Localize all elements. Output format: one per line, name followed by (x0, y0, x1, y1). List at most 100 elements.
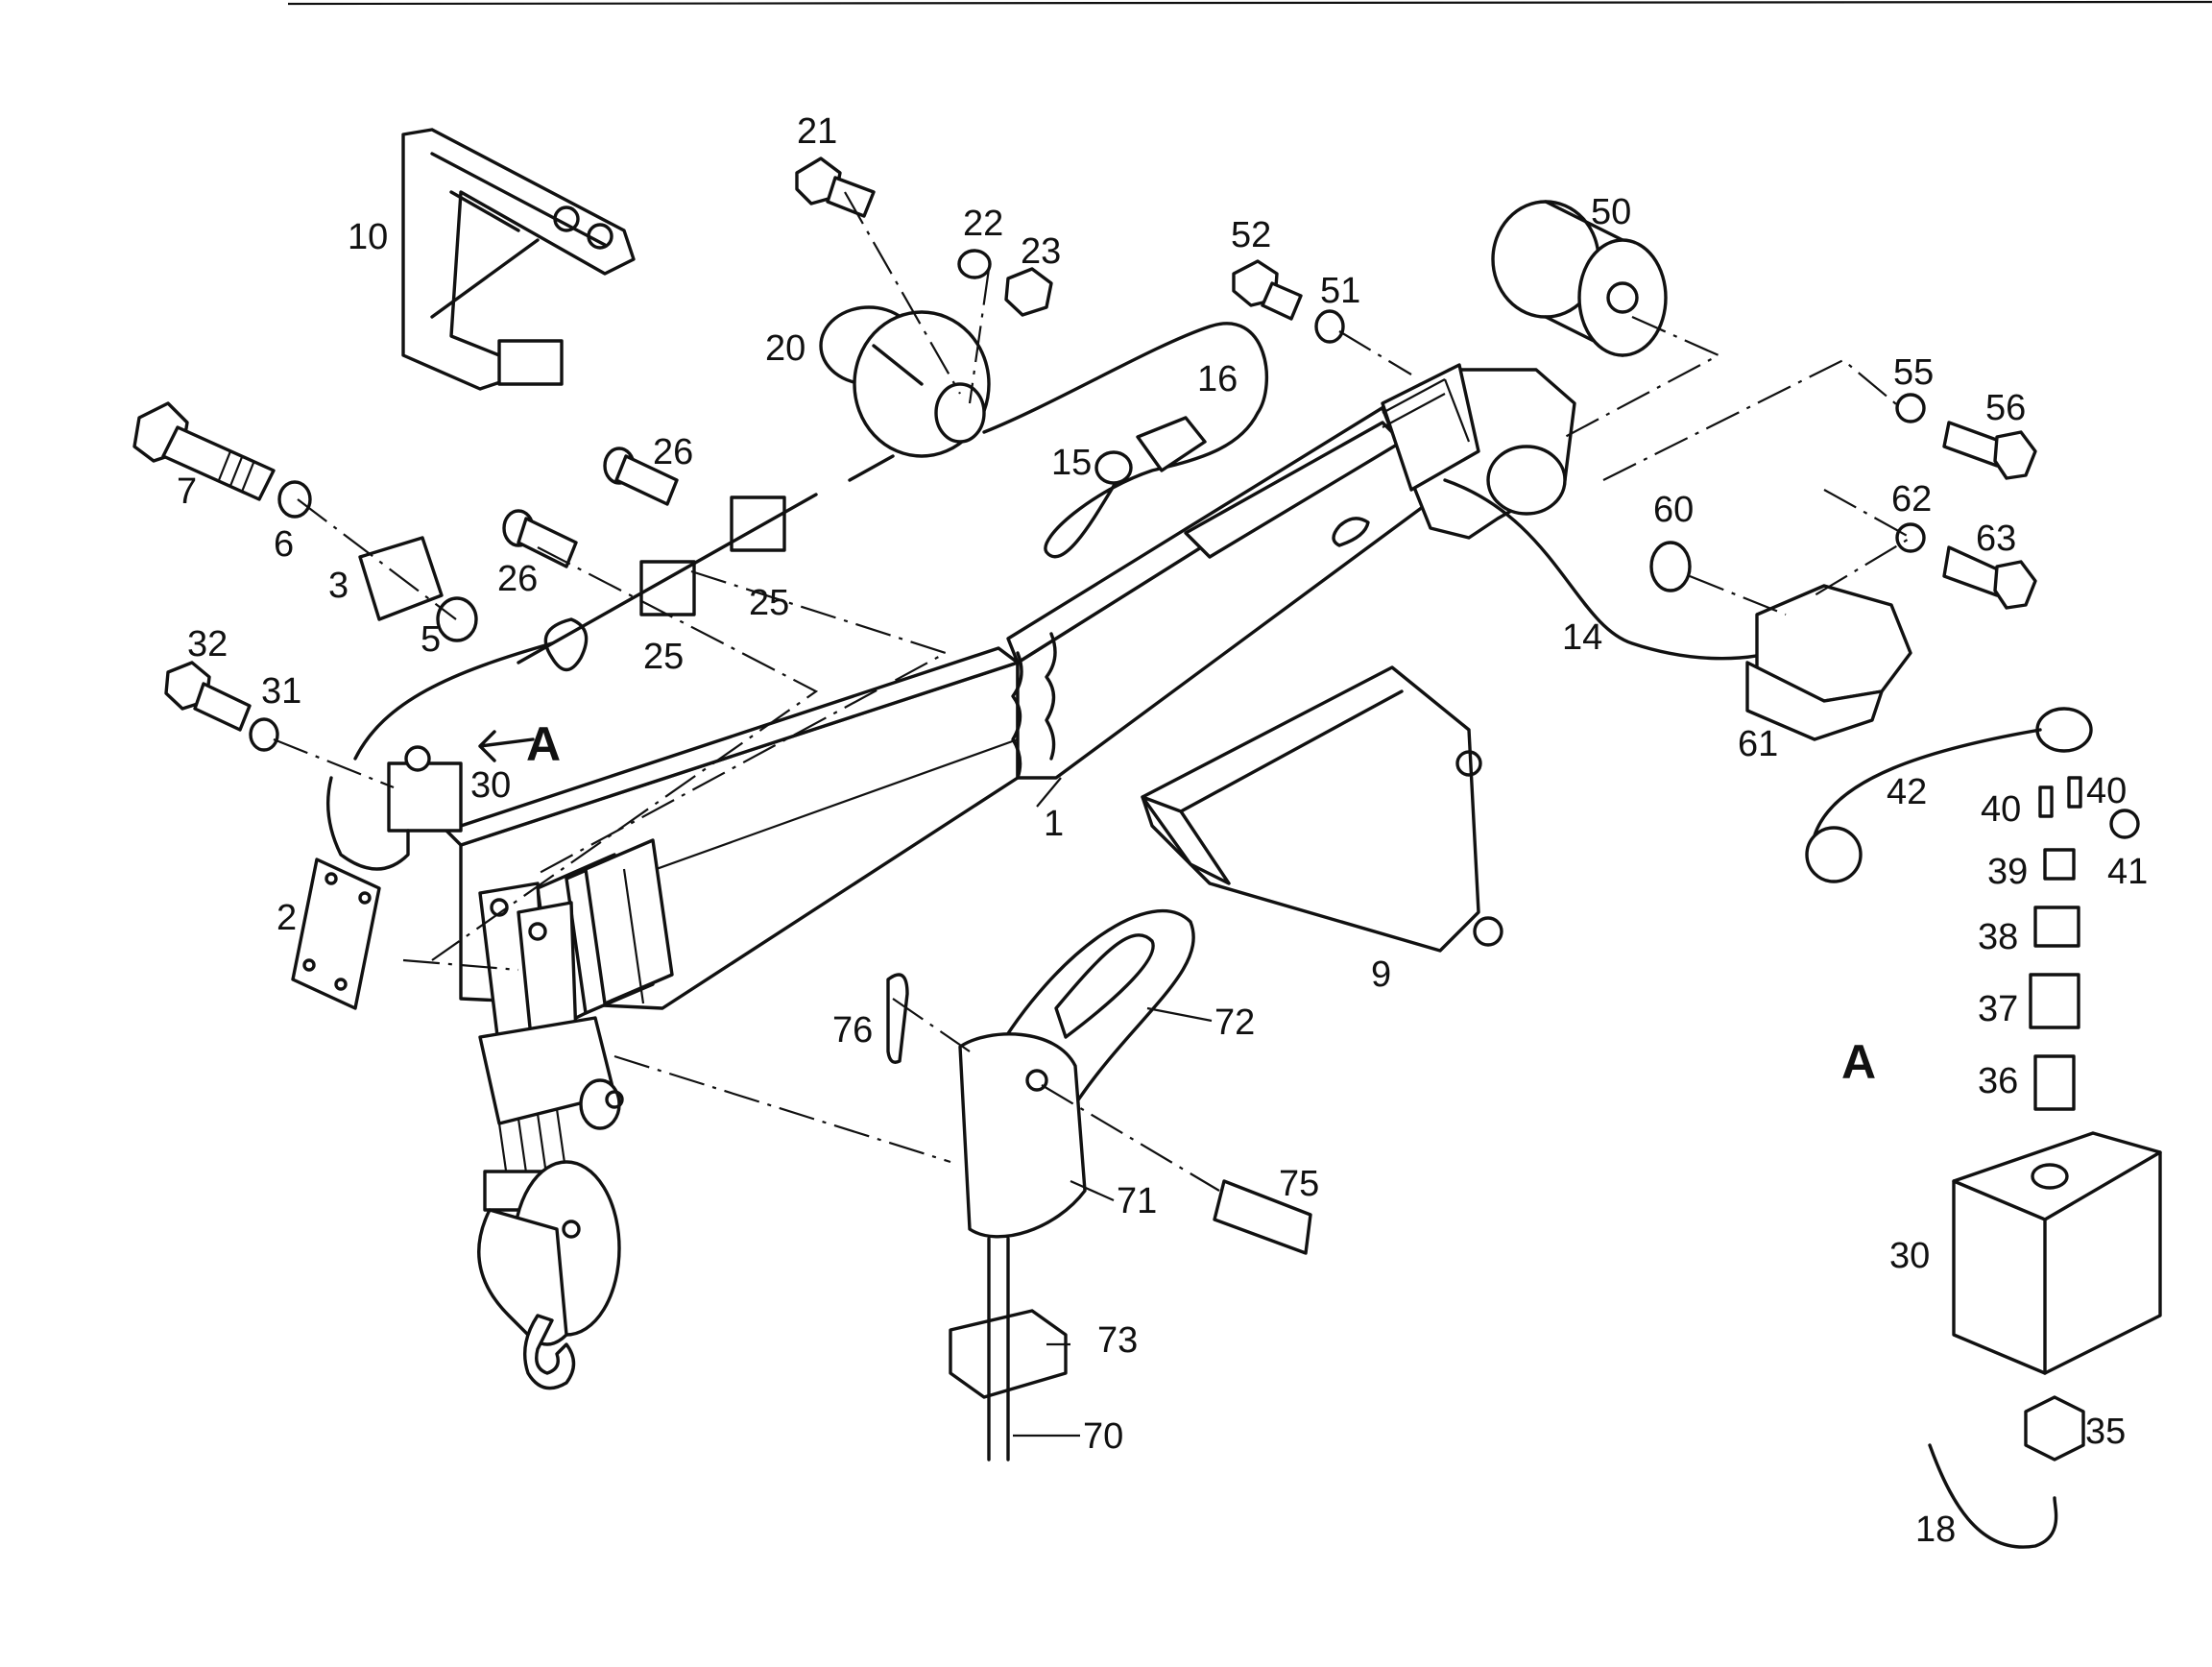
callout-23: 23 (1021, 231, 1061, 272)
callout-62: 62 (1891, 479, 1932, 519)
callout-61: 61 (1738, 724, 1778, 764)
callout-70: 70 (1083, 1416, 1123, 1457)
junction-box-61 (1745, 584, 1912, 741)
bolt-32 (164, 661, 252, 732)
callout-18: 18 (1915, 1510, 1956, 1550)
callout-25-right: 25 (749, 583, 789, 623)
fitting-37 (2029, 973, 2080, 1029)
callout-35: 35 (2085, 1412, 2126, 1452)
callout-30-small: 30 (470, 765, 511, 806)
washer-55 (1895, 393, 1926, 423)
callout-39: 39 (1987, 852, 2028, 892)
hook-block (477, 1016, 624, 1390)
callout-10: 10 (348, 217, 388, 257)
callout-16: 16 (1197, 359, 1238, 399)
bolt-26-upper (603, 447, 679, 506)
callout-71: 71 (1117, 1181, 1157, 1221)
top-border-line (287, 0, 2212, 6)
cable-14 (1443, 478, 1788, 661)
connector-60 (1649, 541, 1692, 592)
link-71 (958, 1032, 1087, 1239)
callout-26-upper: 26 (653, 432, 693, 472)
callout-73: 73 (1097, 1320, 1138, 1361)
plug-41 (2109, 809, 2140, 839)
limit-switch-30-detail (1952, 1131, 2162, 1375)
nut-35 (2024, 1395, 2085, 1462)
callout-7: 7 (177, 471, 197, 512)
callout-36: 36 (1978, 1061, 2018, 1101)
callout-40-right: 40 (2086, 771, 2127, 811)
bolt-63 (1942, 545, 2037, 610)
callout-26-lower: 26 (497, 559, 538, 599)
callout-3: 3 (328, 566, 349, 606)
callout-50: 50 (1591, 192, 1631, 232)
plate-2 (291, 858, 381, 1010)
connector-15-16 (1094, 416, 1207, 485)
callout-38: 38 (1978, 917, 2018, 957)
washer-31 (249, 717, 279, 752)
cable-guide-ring (543, 617, 589, 672)
washer-6 (277, 480, 312, 519)
cable-loop-16 (982, 322, 1269, 559)
callout-56: 56 (1985, 388, 2026, 428)
split-pin-76 (886, 973, 909, 1064)
wire-18 (1928, 1443, 2058, 1549)
callout-76: 76 (832, 1010, 873, 1051)
view-label-a-detail: A (1841, 1035, 1876, 1089)
pin-40-right (2067, 776, 2082, 809)
callout-labels: 1 2 3 5 6 7 9 10 14 15 16 18 20 21 22 23… (177, 111, 2148, 1550)
fitting-36 (2033, 1054, 2076, 1111)
callout-72: 72 (1214, 1003, 1255, 1043)
nut-23 (1004, 267, 1053, 317)
callout-2: 2 (276, 898, 297, 938)
callout-32: 32 (187, 624, 228, 664)
callout-20: 20 (765, 328, 805, 369)
pin-40-left (2038, 785, 2054, 818)
view-label-a-arrow: A (526, 717, 561, 771)
limit-switch-30-small (326, 745, 463, 871)
callout-63: 63 (1976, 519, 2016, 559)
callout-30-detail: 30 (1889, 1236, 1930, 1276)
callout-5: 5 (421, 619, 441, 660)
washer-22 (957, 249, 992, 279)
bolt-21 (795, 157, 876, 218)
callout-9: 9 (1371, 954, 1391, 995)
fitting-38 (2033, 906, 2080, 948)
bolt-26-lower (502, 509, 578, 568)
boom-head-plates (478, 838, 674, 1058)
callout-51: 51 (1320, 271, 1360, 311)
callout-25-left: 25 (643, 637, 684, 677)
shaft-rod (517, 493, 818, 664)
spacer-5 (436, 596, 478, 642)
cap-42 (1805, 707, 2093, 883)
arrow-a (478, 730, 535, 762)
cable-reel-20 (819, 305, 991, 482)
washer-62 (1895, 522, 1926, 553)
callout-40-left: 40 (1981, 789, 2021, 830)
bracket-10 (401, 128, 636, 391)
callout-14: 14 (1562, 617, 1602, 658)
clamp-25-upper (730, 495, 786, 552)
callout-55: 55 (1893, 352, 1934, 393)
cable-reel-50 (1491, 200, 1668, 357)
bolt-52 (1232, 259, 1303, 321)
callout-1: 1 (1044, 804, 1064, 844)
assembly-lines (273, 191, 1913, 1192)
bolt-56 (1942, 421, 2037, 480)
callout-21: 21 (797, 111, 837, 152)
washer-51 (1314, 309, 1345, 344)
cover-9 (1141, 665, 1503, 953)
callout-22: 22 (963, 204, 1003, 244)
cable-run-left (353, 641, 554, 761)
callout-42: 42 (1887, 772, 1927, 812)
bolt-7 (132, 401, 276, 501)
callout-60: 60 (1653, 490, 1694, 530)
callout-37: 37 (1978, 989, 2018, 1029)
leader-lines (1013, 777, 1213, 1437)
callout-6: 6 (274, 524, 294, 565)
callout-31: 31 (261, 671, 301, 712)
callout-15: 15 (1051, 443, 1092, 483)
callout-52: 52 (1231, 215, 1271, 255)
